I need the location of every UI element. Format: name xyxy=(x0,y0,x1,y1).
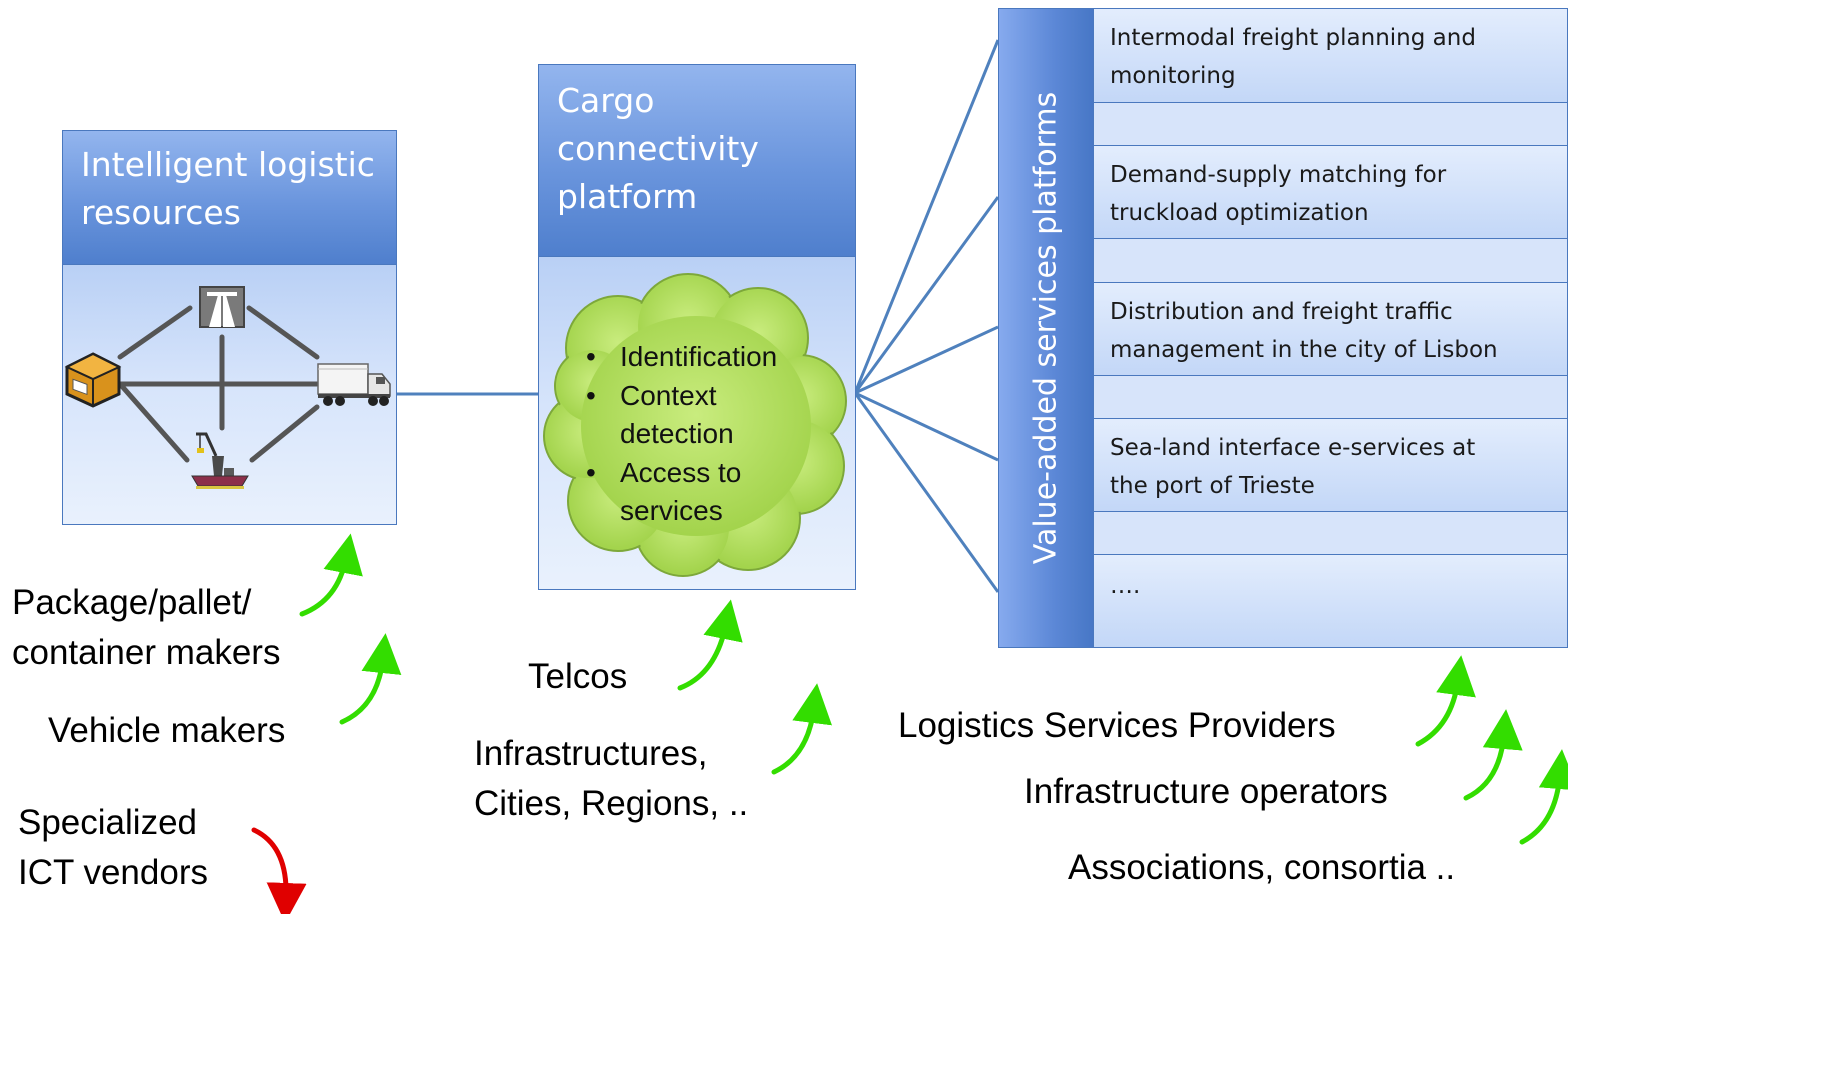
service-box: …. xyxy=(1093,554,1568,648)
resource-network xyxy=(117,305,320,463)
service-line2: truckload optimization xyxy=(1110,200,1369,226)
cloud-feature-list: Identification Context detection Access … xyxy=(586,338,830,531)
label-infrastructures: Infrastructures, Cities, Regions, .. xyxy=(474,734,749,823)
truck-icon xyxy=(317,363,391,406)
up-arrow-icon xyxy=(771,683,832,775)
up-arrow-icon xyxy=(339,633,402,725)
service-box: Sea-land interface e-services at the por… xyxy=(1093,418,1568,512)
cargo-to-vas-link xyxy=(853,196,1000,394)
service-line1: …. xyxy=(1110,573,1141,599)
up-arrow-icon xyxy=(677,599,743,691)
cloud-item-access-to-services: Access to services xyxy=(586,454,830,531)
service-line1: Distribution and freight traffic xyxy=(1110,299,1453,325)
arrows-layer xyxy=(251,533,1568,914)
label-ict-vendors: Specialized ICT vendors xyxy=(18,803,208,892)
cargo-panel-title-line3: platform xyxy=(557,177,698,216)
service-box: Demand-supply matching for truckload opt… xyxy=(1093,145,1568,239)
logistic-panel-title-line2: resources xyxy=(81,193,241,232)
cargo-panel-title-line1: Cargo xyxy=(557,81,655,120)
service-line1: Demand-supply matching for xyxy=(1110,162,1447,188)
cloud-item-identification: Identification xyxy=(586,338,830,377)
cargo-to-vas-link xyxy=(854,391,999,462)
label-associations: Associations, consortia .. xyxy=(1068,848,1456,887)
vas-panel-strip xyxy=(998,8,1094,648)
down-arrow-icon xyxy=(251,827,307,914)
motorway-sign-icon xyxy=(199,286,245,328)
cargo-panel-title-line2: connectivity xyxy=(557,129,759,168)
package-box-icon xyxy=(64,352,122,408)
logistic-panel-header: Intelligent logistic resources xyxy=(62,130,397,265)
service-line2: management in the city of Lisbon xyxy=(1110,337,1498,363)
cargo-to-vas-link xyxy=(853,392,1000,593)
label-pallet-makers: Package/pallet/ container makers xyxy=(12,583,281,672)
service-line1: Intermodal freight planning and xyxy=(1110,25,1476,51)
label-telcos: Telcos xyxy=(528,657,628,696)
cargo-panel-header: Cargo connectivity platform xyxy=(538,64,856,257)
label-vehicle-makers: Vehicle makers xyxy=(48,711,286,750)
ship-crane-icon xyxy=(191,432,249,489)
service-box: Intermodal freight planning and monitori… xyxy=(1093,8,1568,103)
up-arrow-icon xyxy=(1463,709,1523,801)
service-line2: the port of Trieste xyxy=(1110,473,1315,499)
up-arrow-icon xyxy=(1519,749,1568,845)
cargo-to-vas-link xyxy=(853,39,1000,394)
logistic-panel-title-line1: Intelligent logistic xyxy=(81,145,375,184)
service-line1: Sea-land interface e-services at xyxy=(1110,435,1476,461)
up-arrow-icon xyxy=(299,533,363,617)
cloud-item-context-detection: Context detection xyxy=(586,377,830,454)
service-box: Distribution and freight traffic managem… xyxy=(1093,282,1568,376)
connector-lines xyxy=(397,39,1000,593)
service-line2: monitoring xyxy=(1110,63,1236,89)
label-logistics-service-providers: Logistics Services Providers xyxy=(898,706,1336,745)
label-infrastructure-operators: Infrastructure operators xyxy=(1024,772,1388,811)
up-arrow-icon xyxy=(1415,655,1476,747)
cargo-to-vas-link xyxy=(854,325,999,395)
